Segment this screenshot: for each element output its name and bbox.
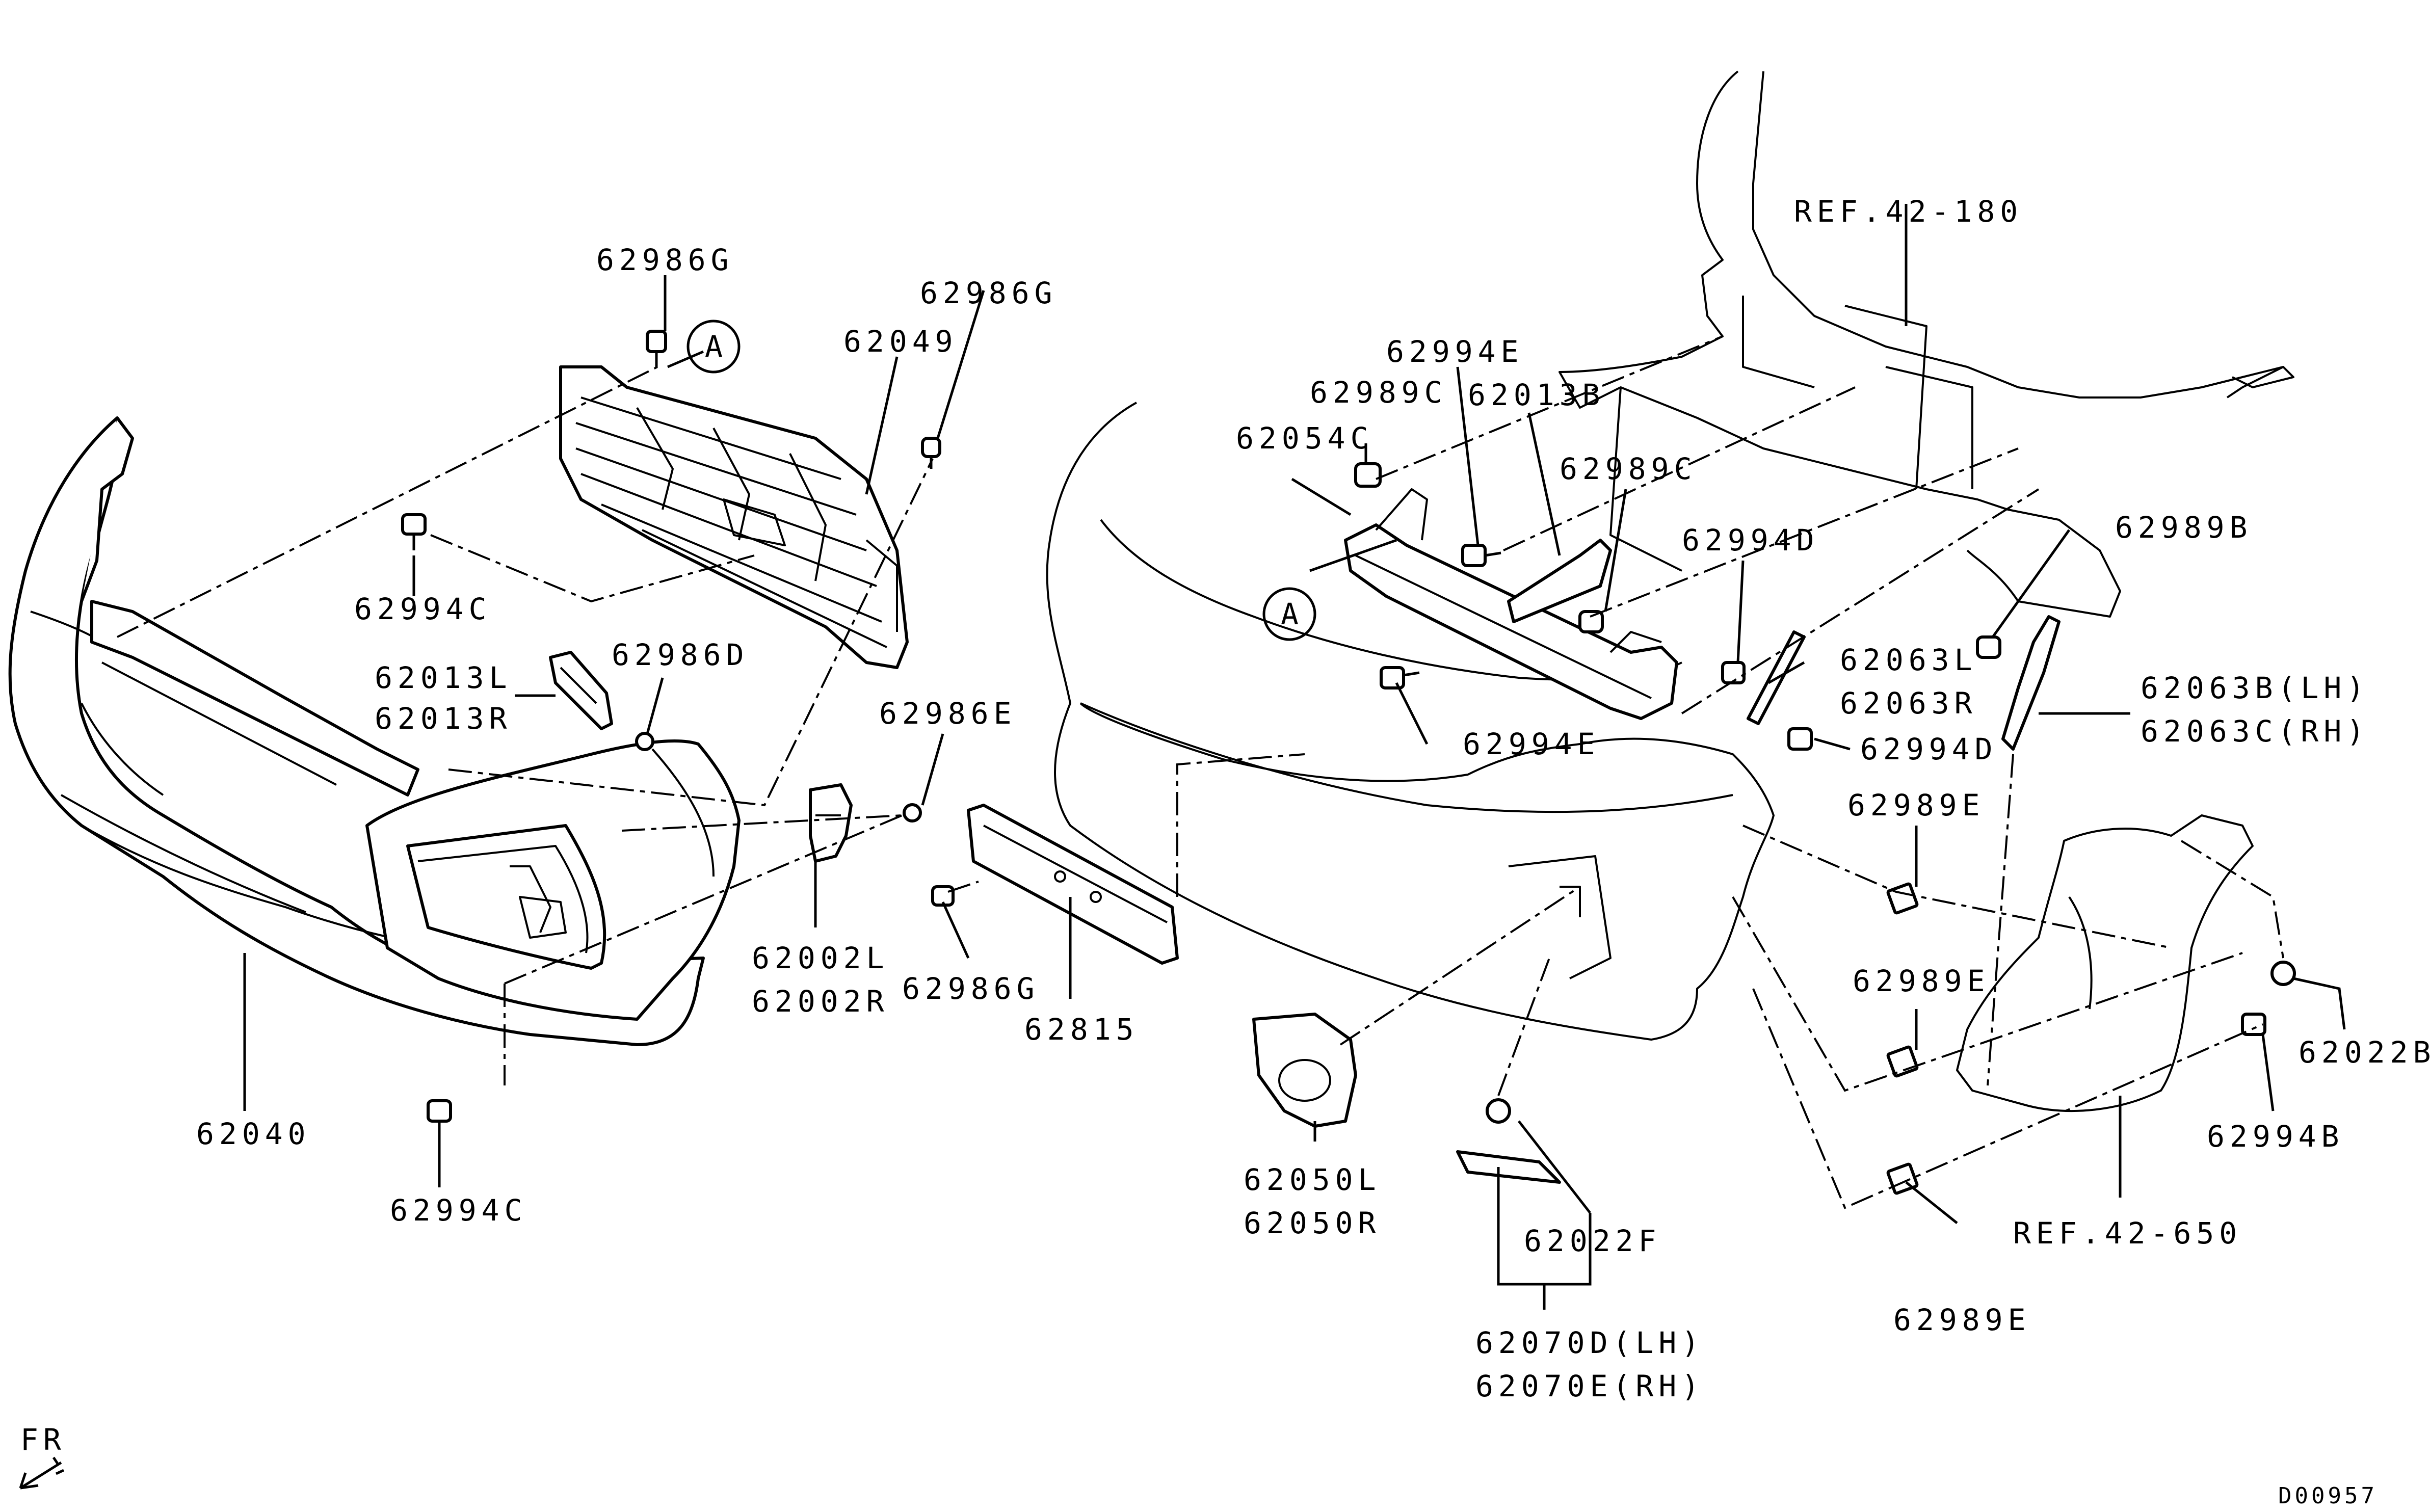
front-direction-indicator: FR — [19, 1422, 66, 1490]
grille-bracket[interactable] — [549, 651, 613, 730]
label-62994E-top: 62994E — [1386, 334, 1524, 369]
label-62989C-right: 62989C — [1560, 452, 1697, 486]
label-62050L: 62050L — [1244, 1162, 1381, 1197]
label-62986G-top: 62986G — [596, 243, 734, 277]
label-62994C-lower: 62994C — [390, 1193, 527, 1228]
bolt-62994E-top[interactable] — [1461, 544, 1501, 567]
bolt-62994B[interactable] — [2241, 1013, 2266, 1036]
radiator-grille[interactable] — [559, 365, 909, 669]
label-62994D-upper: 62994D — [1682, 523, 1819, 558]
label-ref-42-180: REF.42-180 — [1794, 194, 2023, 229]
clip-nut-62989E-b[interactable] — [1886, 1045, 1919, 1078]
callout-a-right: A — [1262, 587, 1316, 641]
label-62070E: 62070E(RH) — [1475, 1369, 1704, 1403]
label-62994B: 62994B — [2207, 1119, 2344, 1154]
side-bracket-62063B[interactable] — [2001, 615, 2061, 751]
label-62994C-upper: 62994C — [354, 592, 492, 626]
bolt-62994D-lower[interactable] — [1787, 727, 1813, 751]
label-62054C: 62054C — [1236, 421, 1374, 456]
label-62063C: 62063C(RH) — [2141, 714, 2369, 749]
front-bumper-fascia[interactable] — [8, 416, 741, 1046]
label-62815: 62815 — [1024, 1012, 1139, 1047]
label-62013R: 62013R — [375, 701, 512, 736]
bracket-62013B[interactable] — [1507, 539, 1612, 623]
lower-molding[interactable] — [1456, 1150, 1561, 1184]
bolt-62994C-upper[interactable] — [401, 513, 427, 550]
label-62070D: 62070D(LH) — [1475, 1325, 1704, 1360]
nut-62989B[interactable] — [1976, 635, 2001, 659]
fender-liner-ref — [1956, 814, 2254, 1112]
clip-62986G-right[interactable] — [921, 437, 941, 469]
clip-nut-62989E-a[interactable] — [1886, 882, 1919, 915]
label-62040: 62040 — [196, 1117, 311, 1151]
bolt-62986G-top[interactable] — [646, 330, 667, 367]
label-62063B: 62063B(LH) — [2141, 671, 2369, 705]
clip-62986D[interactable] — [635, 732, 654, 751]
label-62022F: 62022F — [1524, 1224, 1661, 1258]
label-62994E-bottom: 62994E — [1463, 727, 1600, 761]
svg-text:FR: FR — [20, 1422, 66, 1457]
bolt-62994D-upper[interactable] — [1721, 661, 1746, 684]
label-62050R: 62050R — [1244, 1206, 1381, 1240]
clip-62986E[interactable] — [903, 803, 922, 823]
label-62049: 62049 — [843, 324, 958, 359]
label-62013B: 62013B — [1468, 378, 1605, 412]
label-62989B: 62989B — [2115, 510, 2253, 545]
label-62013L: 62013L — [375, 660, 512, 695]
nut-62054C[interactable] — [1354, 462, 1382, 488]
bolt-62994E-bottom[interactable] — [1380, 666, 1420, 689]
label-62989E-a: 62989E — [1847, 788, 1985, 823]
nut-62989C[interactable] — [1578, 610, 1604, 633]
label-62063L: 62063L — [1840, 643, 1977, 677]
label-62986D: 62986D — [612, 638, 749, 672]
fog-light-bezel[interactable] — [1252, 1013, 1357, 1128]
label-62989C-left: 62989C — [1310, 375, 1447, 410]
label-62994D-lower: 62994D — [1860, 732, 1998, 766]
clip-62022F[interactable] — [1486, 1098, 1511, 1124]
label-62986E: 62986E — [879, 696, 1017, 731]
svg-text:A: A — [1281, 597, 1304, 631]
side-bracket[interactable] — [809, 783, 853, 863]
label-62022B: 62022B — [2299, 1035, 2430, 1070]
label-62002R: 62002R — [752, 984, 889, 1019]
bumper-cover-outline — [1046, 402, 1775, 1041]
label-62986G-right: 62986G — [920, 276, 1058, 310]
bumper-reinforcement[interactable] — [1344, 488, 1678, 720]
clip-62022B[interactable] — [2270, 961, 2296, 986]
label-62989E-b: 62989E — [1853, 964, 1990, 998]
label-62002L: 62002L — [752, 941, 889, 975]
callout-a-left: A — [686, 320, 741, 374]
label-62986G-lower: 62986G — [902, 971, 1040, 1006]
svg-text:A: A — [705, 329, 728, 364]
label-ref-42-650: REF.42-650 — [2013, 1216, 2242, 1251]
bolt-62994C-lower[interactable] — [427, 1099, 452, 1123]
diagram-id: D00957 — [2278, 1483, 2378, 1509]
label-62063R: 62063R — [1840, 686, 1977, 721]
license-plate-bracket[interactable] — [967, 804, 1179, 965]
label-62989E-c: 62989E — [1893, 1303, 2031, 1337]
